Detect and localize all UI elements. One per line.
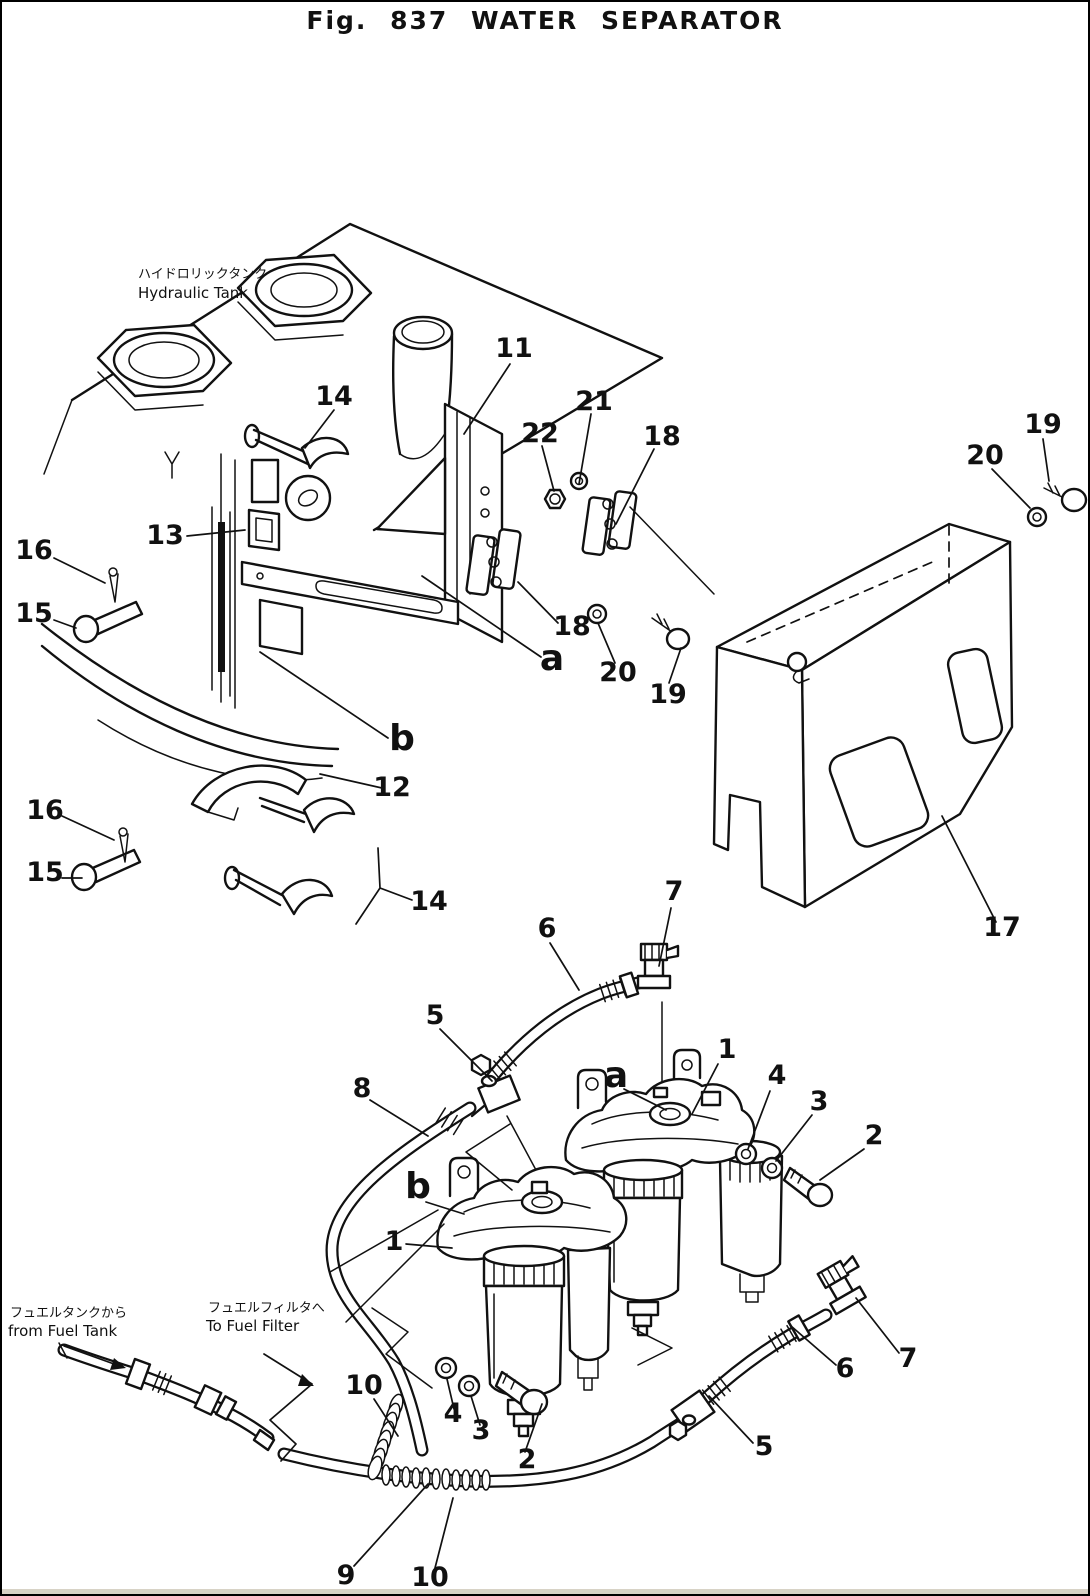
part-callout-18: 18 — [643, 421, 681, 452]
part-callout-4: 4 — [444, 1398, 463, 1429]
part-callout-10: 10 — [411, 1562, 449, 1593]
part-callout-12: 12 — [373, 772, 411, 803]
separator-unit-front — [436, 1156, 628, 1438]
annotation-texts: ハイドロリックタンク Hydraulic Tank フュエルタンクから from… — [8, 267, 325, 1340]
annotation-leaders — [63, 1345, 314, 1462]
figure-title: Fig. 837 WATER SEPARATOR — [306, 6, 784, 35]
part-callout-17: 17 — [983, 912, 1021, 943]
bolt-pin-hardware-drawing — [70, 471, 1088, 892]
part-callout-b: b — [405, 1166, 431, 1207]
part-callout-5: 5 — [755, 1431, 774, 1462]
part-callout-6: 6 — [836, 1353, 855, 1384]
part-callout-22: 22 — [521, 418, 559, 449]
elbow-fitting-7-top — [636, 942, 680, 990]
part-callout-15: 15 — [15, 598, 53, 629]
hydraulic-tank-drawing — [40, 222, 664, 781]
part-callout-5: 5 — [426, 1000, 445, 1031]
part-callout-13: 13 — [146, 520, 184, 551]
hydraulic-tank-label-en: Hydraulic Tank — [138, 284, 248, 302]
from-fuel-tank-label-jp: フュエルタンクから — [10, 1306, 127, 1321]
break-lines — [329, 1123, 673, 1389]
elbow-fitting-7-bottom — [816, 1255, 867, 1316]
part-callout-2: 2 — [518, 1444, 537, 1475]
part-callout-b: b — [389, 718, 415, 759]
leader-lines-top — [53, 363, 1050, 925]
part-callout-6: 6 — [538, 913, 557, 944]
part-callout-11: 11 — [495, 333, 533, 364]
scan-edge-artifact — [2, 1589, 1088, 1594]
mounting-plate-drawing — [211, 402, 504, 697]
to-fuel-filter-label-en: To Fuel Filter — [205, 1317, 300, 1335]
part-callout-7: 7 — [899, 1343, 918, 1374]
part-callout-16: 16 — [26, 795, 64, 826]
part-callout-20: 20 — [599, 657, 637, 688]
part-callout-10: 10 — [345, 1370, 383, 1401]
hose-drawing-lower — [57, 1255, 867, 1491]
part-callout-19: 19 — [649, 679, 687, 710]
hinge-brackets-drawing — [465, 490, 715, 596]
part-callout-14: 14 — [315, 381, 353, 412]
part-callout-20: 20 — [966, 440, 1004, 471]
part-callout-14: 14 — [410, 886, 448, 917]
part-callout-3: 3 — [810, 1086, 829, 1117]
part-callout-2: 2 — [865, 1120, 884, 1151]
part-callout-7: 7 — [665, 876, 684, 907]
cover-drawing — [712, 522, 1014, 909]
part-callout-a: a — [604, 1055, 628, 1096]
part-callout-a: a — [540, 638, 564, 679]
tee-fitting-5-top — [470, 1053, 521, 1118]
part-callout-16: 16 — [15, 535, 53, 566]
washer-bolt-hardware-drawing — [434, 1142, 834, 1416]
part-callout-1: 1 — [718, 1034, 737, 1065]
part-callout-15: 15 — [26, 857, 64, 888]
part-callout-3: 3 — [472, 1415, 491, 1446]
leader-lines-bottom — [353, 907, 900, 1569]
separator-unit-rear — [564, 1048, 784, 1337]
part-callout-18: 18 — [553, 611, 591, 642]
hydraulic-tank-label-jp: ハイドロリックタンク — [138, 267, 267, 282]
tee-fitting-5-bottom — [668, 1389, 716, 1442]
to-fuel-filter-label-jp: フュエルフィルタへ — [208, 1301, 325, 1316]
part-callout-8: 8 — [353, 1073, 372, 1104]
part-callout-21: 21 — [575, 386, 613, 417]
clamp-and-handles-drawing — [190, 423, 356, 916]
part-callout-9: 9 — [337, 1560, 356, 1591]
from-fuel-tank-label-en: from Fuel Tank — [8, 1322, 118, 1340]
part-callout-19: 19 — [1024, 409, 1062, 440]
spiral-wrap-horizontal — [381, 1464, 491, 1491]
part-callout-4: 4 — [768, 1060, 787, 1091]
part-callout-1: 1 — [385, 1226, 404, 1257]
